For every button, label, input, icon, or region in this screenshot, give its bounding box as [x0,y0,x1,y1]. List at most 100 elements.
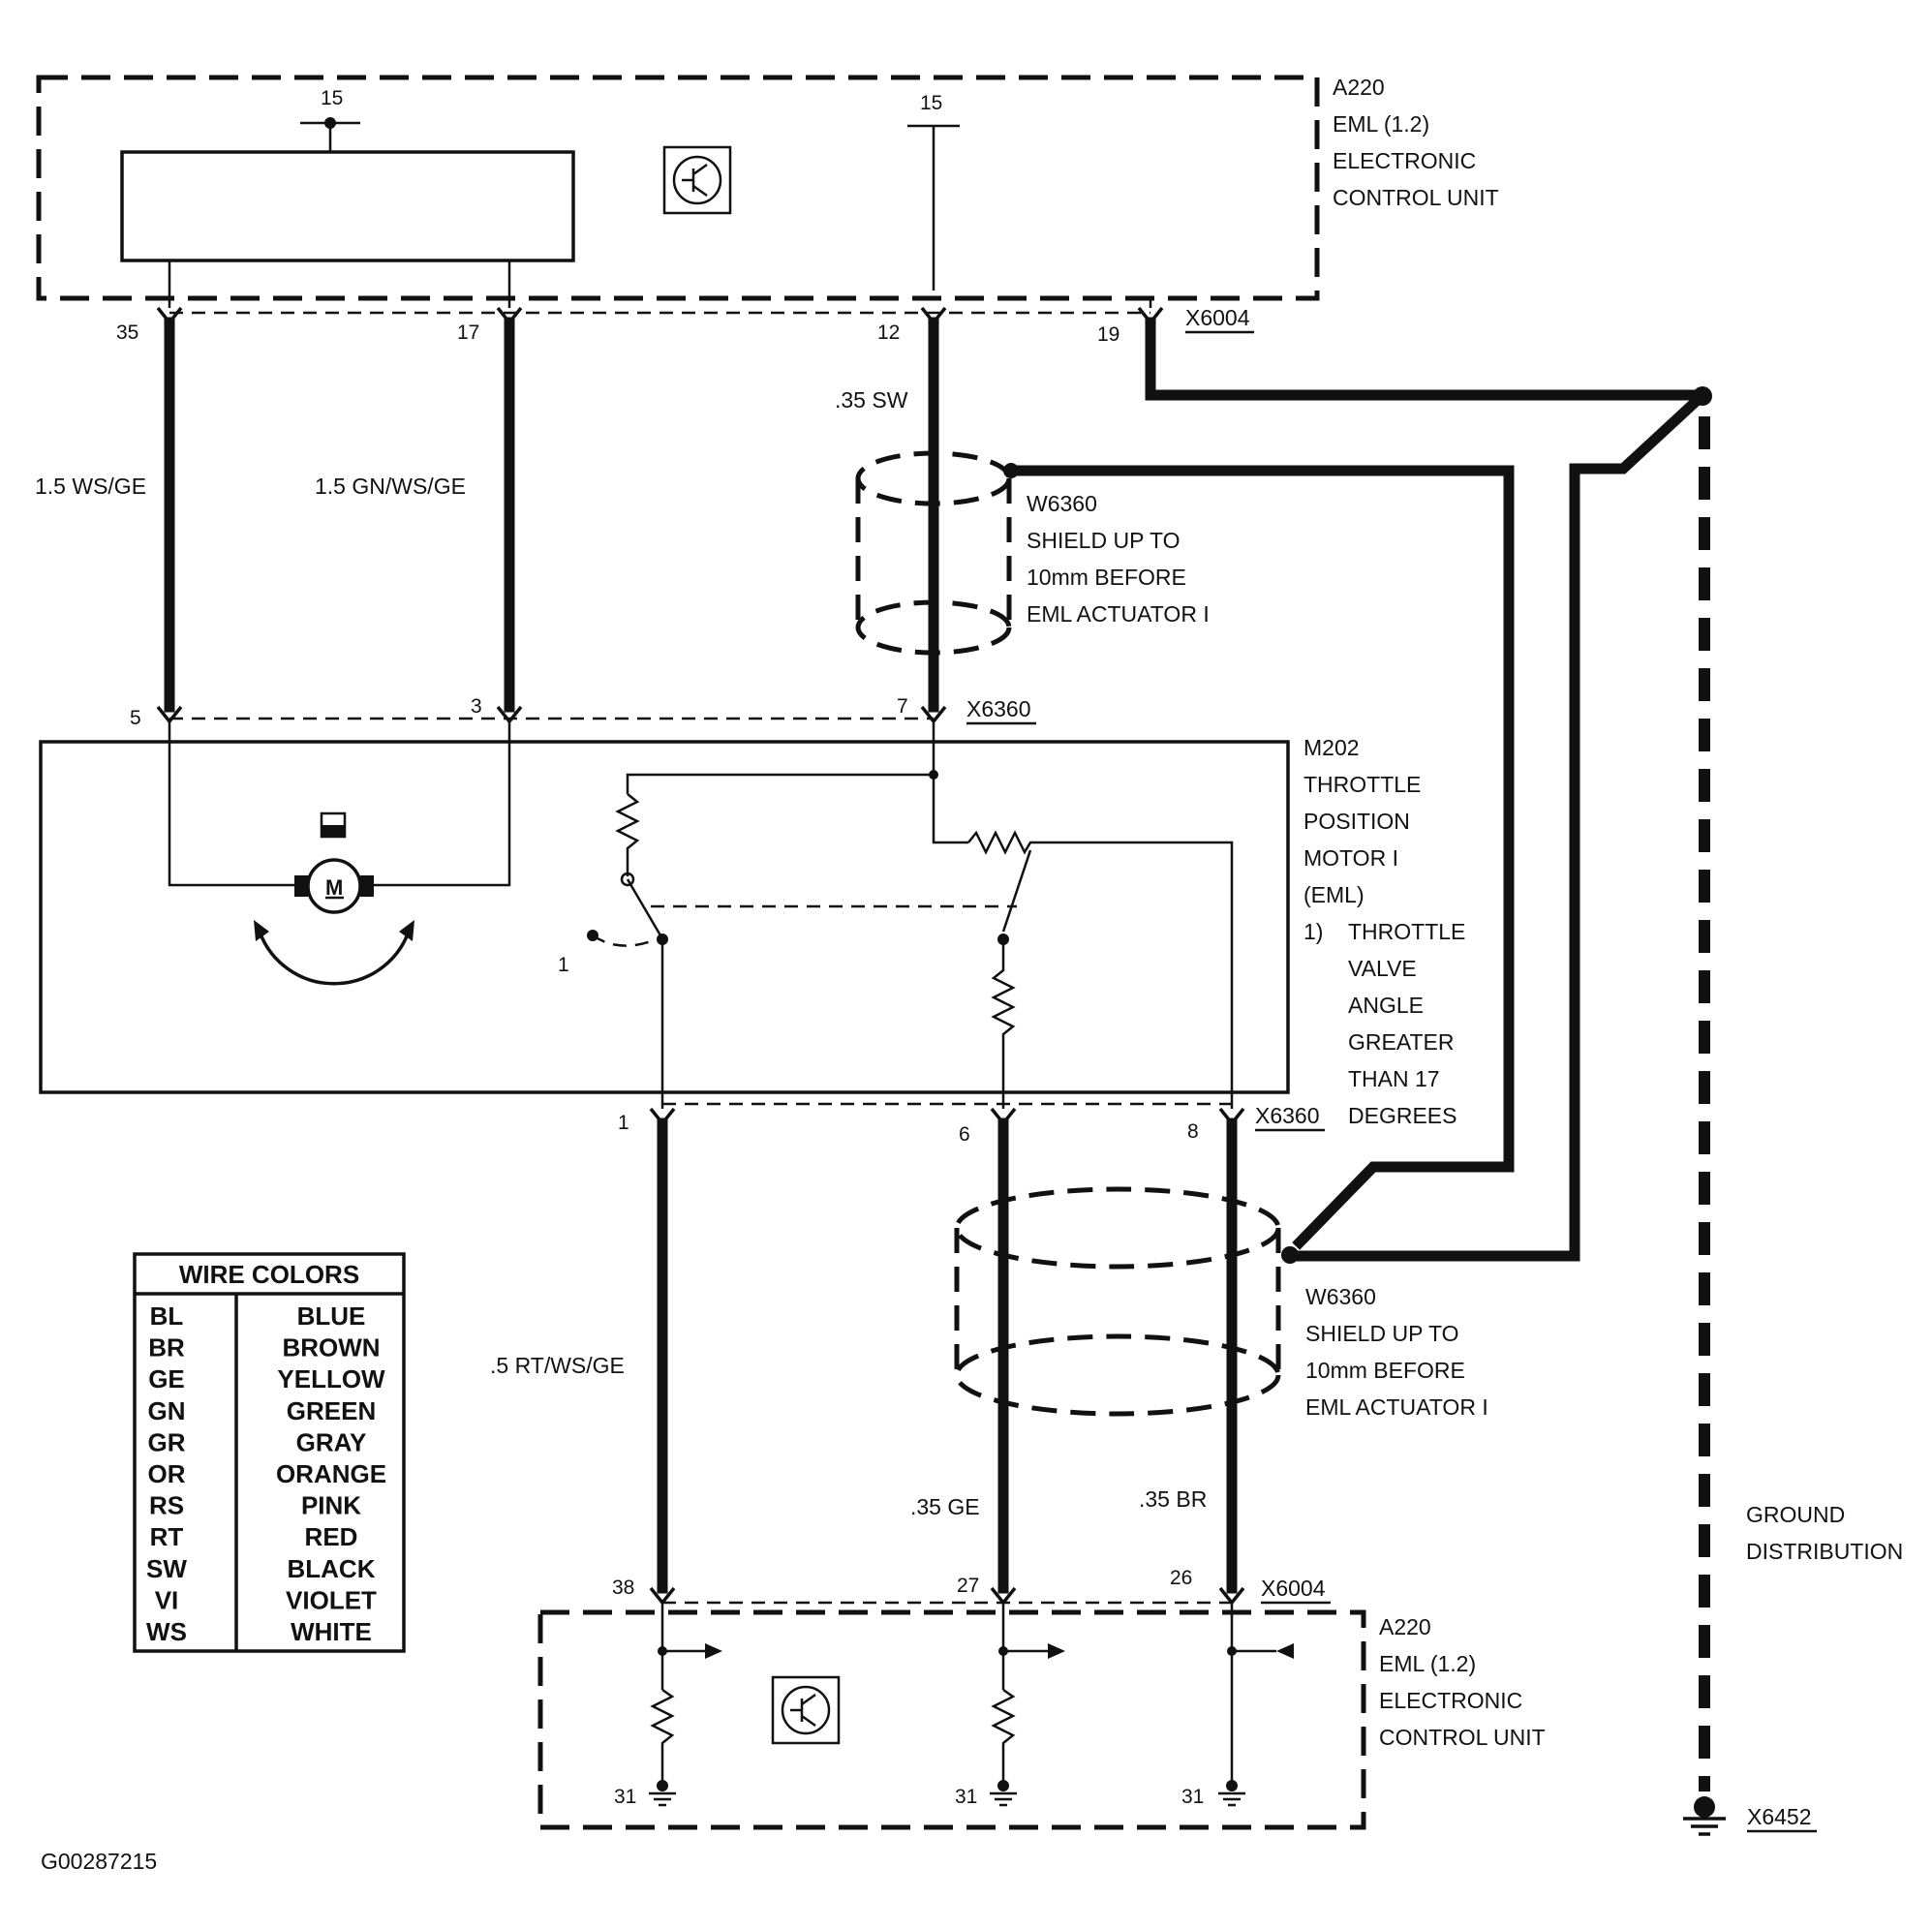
ecu-top-internal-block [120,150,575,262]
pin-1: 1 [618,1112,629,1134]
shield-lower-drain [1292,391,1706,1262]
wire-19 [1145,317,1699,401]
transistor-icon-bottom [771,1675,841,1745]
motor-icon: M [294,858,374,914]
terminal-15-left: 15 [321,87,343,109]
legend-code: WS [146,1617,187,1646]
motor-code: M202 [1303,735,1360,760]
ecu-bottom-code: A220 [1379,1614,1431,1639]
shield-lower-line3: EML ACTUATOR I [1305,1394,1488,1420]
connector-x6452-label: X6452 [1747,1804,1812,1829]
ground-label-line1: GROUND [1746,1502,1845,1527]
motor-module: M 1 M202 THROTTLE POSITION MOTOR I (E [39,721,1465,1128]
motor-line3: MOTOR I [1303,845,1398,871]
pin-5: 5 [130,707,141,729]
connector-x6360-top: 5 3 7 X6360 [130,695,1036,729]
ecu-top-boundary [36,75,1320,301]
shield-upper: W6360 SHIELD UP TO 10mm BEFORE EML ACTUA… [855,450,1210,656]
switch-terminal-1: 1 [558,954,569,976]
connector-x6004-top-label: X6004 [1185,305,1250,330]
shield-upper-drain [1013,465,1515,1250]
pin-38: 38 [612,1577,634,1599]
ground-pin-31-1: 31 [614,1786,636,1808]
pin-26: 26 [1170,1567,1192,1589]
connector-x6004-bottom: 38 27 26 X6004 [612,1567,1331,1606]
ecu-top-module: 15 15 A220 EML (1.2) ELECTRONIC CONTROL … [36,75,1499,301]
wire-label-35: 1.5 WS/GE [35,474,146,499]
transistor-icon [662,145,732,215]
motor-note1: THROTTLE [1348,919,1465,944]
pin-12: 12 [877,322,900,344]
ground-label-line2: DISTRIBUTION [1746,1539,1903,1564]
shield-lower-line2: 10mm BEFORE [1305,1358,1465,1383]
legend-color-name: RED [305,1522,358,1551]
ecu-bottom-line2: ELECTRONIC [1379,1688,1522,1713]
motor-note-num: 1) [1303,919,1323,944]
ground-icon-3 [1218,1780,1245,1807]
legend-code: VI [155,1585,179,1614]
connector-x6360-bottom: 1 6 8 X6360 [618,1102,1325,1146]
wire-label-12: .35 SW [835,387,908,413]
legend-color-name: GREEN [287,1396,376,1425]
ground-x6452-icon [1683,1796,1726,1836]
ecu-top-line1: EML (1.2) [1333,111,1429,137]
motor-note3: ANGLE [1348,993,1424,1018]
pin-19: 19 [1097,323,1119,346]
shield-upper-line2: 10mm BEFORE [1027,565,1186,590]
connector-x6004-top: X6004 35 17 12 19 [116,305,1254,346]
pin-6: 6 [959,1123,970,1146]
shield-lower-line1: SHIELD UP TO [1305,1321,1459,1346]
ecu-top-line3: CONTROL UNIT [1333,185,1499,210]
shield-upper-line3: EML ACTUATOR I [1027,601,1210,627]
legend-code: OR [148,1459,186,1488]
ecu-top-code: A220 [1333,75,1385,100]
wire-label-1: .5 RT/WS/GE [490,1353,625,1378]
legend-color-name: VIOLET [286,1585,377,1614]
ecu-bottom-line3: CONTROL UNIT [1379,1725,1546,1750]
legend-color-name: WHITE [291,1617,372,1646]
connector-x6360-bottom-label: X6360 [1255,1103,1320,1128]
terminal-15-right: 15 [920,92,942,114]
legend-code: SW [146,1554,187,1583]
ground-icon-1 [649,1780,676,1807]
ground-icon-2 [990,1780,1017,1807]
motor-boundary [39,740,1290,1094]
legend-code: BR [148,1333,185,1363]
ecu-bottom-line1: EML (1.2) [1379,1651,1476,1676]
rotation-arrow [258,931,411,986]
legend-code: GR [148,1427,186,1456]
motor-note2: VALVE [1348,956,1417,981]
shield-lower: W6360 SHIELD UP TO 10mm BEFORE EML ACTUA… [954,1186,1488,1420]
figure-id: G00287215 [41,1849,157,1874]
shield-upper-code: W6360 [1027,491,1097,516]
ecu-bottom-module: 31 31 31 A220 EML (1.2) ELECTRONIC CONTR… [537,1603,1546,1830]
ground-pin-31-2: 31 [955,1786,977,1808]
legend-code: RT [150,1522,184,1551]
connector-x6360-top-label: X6360 [966,696,1031,721]
legend-color-name: BROWN [282,1333,380,1363]
svg-text:M: M [325,875,343,900]
motor-note4: GREATER [1348,1029,1454,1055]
wire-label-17: 1.5 GN/WS/GE [315,474,466,499]
wire-label-6: .35 GE [910,1494,980,1519]
ground-pin-31-3: 31 [1181,1786,1204,1808]
motor-line2: POSITION [1303,809,1410,834]
legend-color-name: YELLOW [277,1364,385,1393]
legend-color-name: GRAY [296,1427,367,1456]
connector-x6004-bottom-label: X6004 [1261,1576,1326,1601]
wire-label-8: .35 BR [1139,1486,1207,1512]
pin-7: 7 [897,695,908,718]
pin-3: 3 [471,695,482,718]
legend-color-name: ORANGE [276,1459,386,1488]
motor-note5: THAN 17 [1348,1066,1440,1091]
motor-line4: (EML) [1303,882,1365,907]
motor-note6: DEGREES [1348,1103,1457,1128]
legend-code: GE [148,1364,185,1393]
pin-27: 27 [957,1575,979,1597]
pin-35: 35 [116,322,138,344]
shield-lower-code: W6360 [1305,1284,1376,1309]
pin-8: 8 [1187,1120,1199,1143]
legend-color-name: BLACK [288,1554,376,1583]
